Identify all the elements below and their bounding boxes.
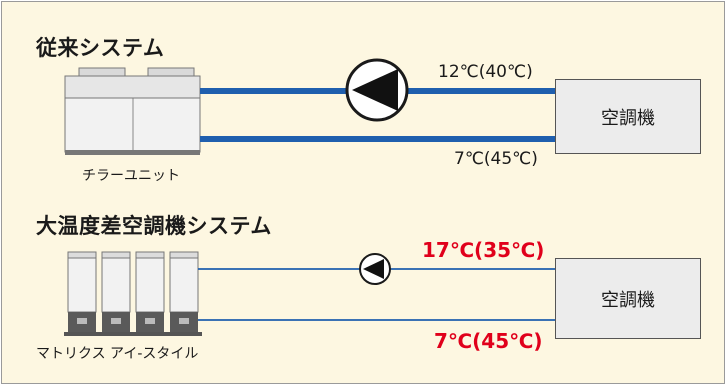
supply-temp-top: 12℃(40℃)	[438, 62, 533, 82]
conventional-system-title: 従来システム	[36, 36, 165, 60]
chiller-unit-label: チラーユニット	[82, 168, 180, 184]
pump-icon-top	[345, 58, 409, 122]
matrix-i-style-label: マトリクス アイ-スタイル	[36, 346, 199, 362]
pump-icon-bottom	[359, 253, 391, 285]
chiller-unit-icon	[64, 67, 201, 155]
return-temp-top: 7℃(45℃)	[454, 149, 538, 169]
return-temp-bottom: 7℃(45℃)	[434, 329, 543, 353]
large-temp-difference-system-title: 大温度差空調機システム	[36, 214, 272, 238]
return-pipe-top	[200, 136, 556, 142]
supply-temp-bottom: 17℃(35℃)	[422, 238, 545, 262]
matrix-i-style-unit-icon	[64, 251, 202, 336]
air-conditioner-box-bottom: 空調機	[555, 258, 701, 339]
air-conditioner-box-top: 空調機	[555, 79, 701, 154]
